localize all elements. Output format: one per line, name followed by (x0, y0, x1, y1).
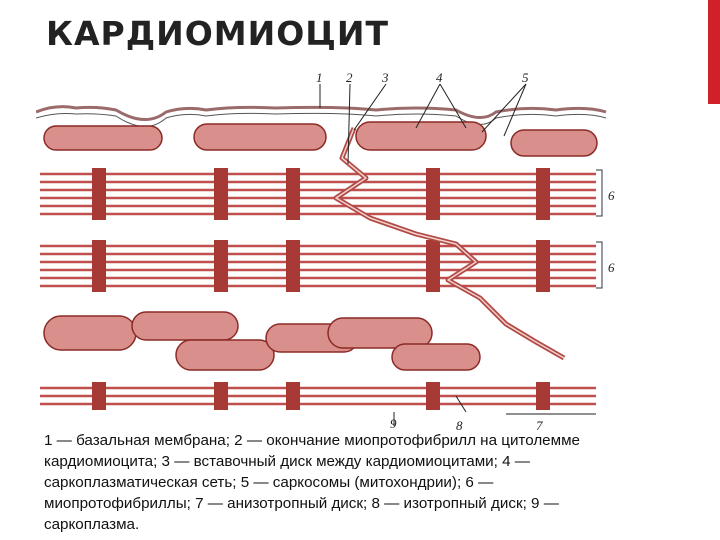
mitochondria-top (44, 122, 597, 156)
myofibrils-upper (40, 174, 596, 214)
label-1: 1 (316, 70, 323, 85)
a-bands-lower (92, 240, 550, 292)
accent-bar (708, 0, 720, 104)
mitochondria-middle (44, 312, 480, 370)
slide-title: КАРДИОМИОЦИТ (46, 14, 389, 53)
label-5: 5 (522, 70, 529, 85)
label-6-lower: 6 (608, 260, 615, 275)
a-bands-upper (92, 168, 550, 220)
diagram-caption: 1 — базальная мембрана; 2 — окончание ми… (44, 430, 644, 535)
label-3: 3 (381, 70, 389, 85)
label-9: 9 (390, 416, 397, 431)
cardiomyocyte-diagram: 1 2 3 4 5 6 6 7 8 9 (36, 66, 636, 436)
myofibrils-bottom (40, 388, 596, 404)
sarcolemma (36, 113, 606, 126)
bracket-6-upper (596, 170, 602, 216)
label-4: 4 (436, 70, 443, 85)
label-2: 2 (346, 70, 353, 85)
label-6-upper: 6 (608, 188, 615, 203)
myofibrils-lower (40, 246, 596, 286)
bracket-6-lower (596, 242, 602, 288)
